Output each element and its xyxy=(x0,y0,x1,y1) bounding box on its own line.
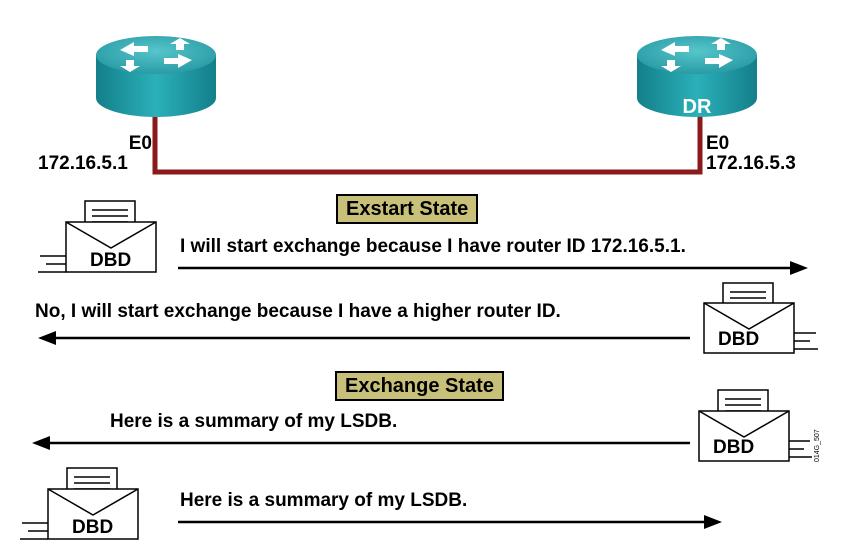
message-4: Here is a summary of my LSDB. xyxy=(180,490,468,511)
dbd-envelope-icon-1 xyxy=(38,200,157,273)
ethernet-link xyxy=(152,115,703,175)
dbd-envelope-icon-4 xyxy=(20,467,139,540)
router-right-icon xyxy=(637,36,757,117)
router-right-ip: 172.16.5.3 xyxy=(706,153,796,174)
router-left-ip: 172.16.5.1 xyxy=(38,153,128,174)
exchange-state-label: Exchange State xyxy=(335,371,504,401)
figure-id: 014G_507 xyxy=(814,429,821,462)
dbd-label-1: DBD xyxy=(90,250,132,271)
router-right-role-label: DR xyxy=(682,96,712,118)
arrow-right-2 xyxy=(178,515,722,529)
dbd-label-4: DBD xyxy=(72,517,114,538)
router-left-icon xyxy=(96,36,216,117)
dbd-envelope-icon-2 xyxy=(703,282,818,354)
message-3: Here is a summary of my LSDB. xyxy=(110,411,398,432)
router-left-interface: E0 xyxy=(128,133,152,154)
dbd-label-3: DBD xyxy=(713,437,755,458)
arrow-left-2 xyxy=(32,436,690,450)
dbd-envelope-icon-3 xyxy=(698,389,812,462)
arrow-left-1 xyxy=(38,331,690,345)
dbd-label-2: DBD xyxy=(718,329,760,350)
exstart-state-label: Exstart State xyxy=(336,194,479,224)
message-1: I will start exchange because I have rou… xyxy=(180,236,686,257)
router-right-interface: E0 xyxy=(706,133,730,154)
arrow-right-1 xyxy=(178,261,808,275)
message-2: No, I will start exchange because I have… xyxy=(35,301,561,322)
